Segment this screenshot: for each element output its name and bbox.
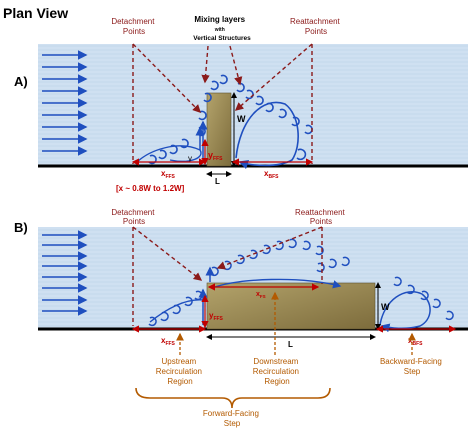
- page-title: Plan View: [3, 5, 68, 21]
- panel-a-flow-field: [38, 44, 468, 166]
- panel-b-upstream-label: Upstream Recirculation Region: [156, 357, 204, 386]
- panel-a-xbfs-label: xBFS: [264, 169, 279, 180]
- panel-b-xffs-label: xFFS: [161, 336, 176, 347]
- panel-b-label: B): [14, 220, 28, 235]
- panel-b-w-label: W: [381, 302, 390, 312]
- panel-b-region-pointers: [176, 291, 416, 355]
- panel-a-yffs-label: yFFS: [208, 150, 223, 162]
- panel-a-l-label: L: [215, 177, 220, 186]
- panel-b-guides: [132, 226, 323, 326]
- panel-b-downstream-label: Downstream Recirculation Region: [253, 357, 301, 386]
- panel-b-reattachment-label: Reattachment Points: [295, 208, 347, 226]
- panel-b-xbfs-label: xBFS: [408, 336, 423, 347]
- forward-step-brace: [135, 387, 331, 409]
- panel-b-yffs-label: yFFS: [209, 311, 224, 322]
- panel-a-guides: [132, 43, 313, 164]
- panel-b-backward-step-label: Backward-Facing Step: [380, 357, 444, 376]
- panel-b-vortices: [148, 238, 454, 327]
- panel-b-inflow-arrows: [42, 230, 88, 316]
- panel-a-detachment-label: Detachment Points: [111, 17, 156, 36]
- panel-b: B): [14, 208, 468, 428]
- panel-b-forward-step-label: Forward-Facing Step: [203, 409, 261, 428]
- panel-a: A): [14, 9, 468, 193]
- panel-a-xffs-label: xFFS: [161, 169, 176, 180]
- panel-a-reattachment-label: Reattachment Points: [290, 17, 342, 36]
- panel-a-label: A): [14, 74, 28, 89]
- panel-a-range-note: [x ~ 0.8W to 1.2W]: [116, 184, 185, 193]
- panel-b-detachment-label: Detachment Points: [111, 208, 156, 226]
- panel-a-vortices: [148, 74, 313, 165]
- panel-b-l-label: L: [288, 340, 293, 349]
- panel-a-inflow-arrows: [42, 50, 88, 156]
- panel-b-xfs-label: xFS: [256, 291, 266, 299]
- panel-a-mixing-label: Mixing layers with Vertical Structures: [193, 9, 251, 42]
- panel-a-w-label: W: [237, 114, 246, 124]
- panel-b-block: [206, 282, 376, 330]
